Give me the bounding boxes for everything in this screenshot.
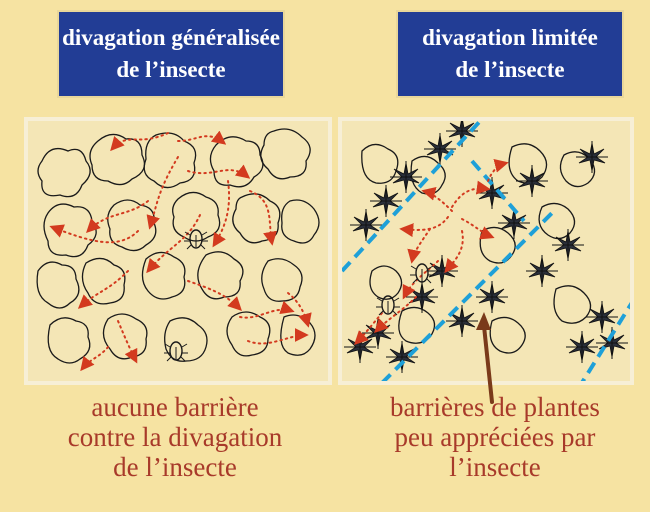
title-limited-wandering: divagation limitée de l’insecte [396,10,624,98]
caption-plant-barriers: barrières de plantes peu appréciées par … [355,392,635,482]
panel-plant-barriers [338,117,634,385]
caption-line-1: barrières de plantes [355,392,635,422]
caption-line-2: contre la divagation [30,422,320,452]
no-barrier-illustration [28,121,328,381]
title-line-1: divagation limitée [422,22,598,54]
title-line-2: de l’insecte [116,54,225,86]
caption-line-3: de l’insecte [30,452,320,482]
repellent-plants [344,121,628,373]
plant-clumps [37,129,319,363]
title-generalized-wandering: divagation généralisée de l’insecte [57,10,285,98]
panel-no-barrier [24,117,332,385]
caption-line-1: aucune barrière [30,392,320,422]
caption-line-3: l’insecte [355,452,635,482]
caption-no-barrier: aucune barrière contre la divagation de … [30,392,320,482]
caption-line-2: peu appréciées par [355,422,635,452]
title-line-2: de l’insecte [455,54,564,86]
title-line-1: divagation généralisée [62,22,280,54]
beetle-icon [410,264,434,283]
plant-barrier-illustration [342,121,632,381]
